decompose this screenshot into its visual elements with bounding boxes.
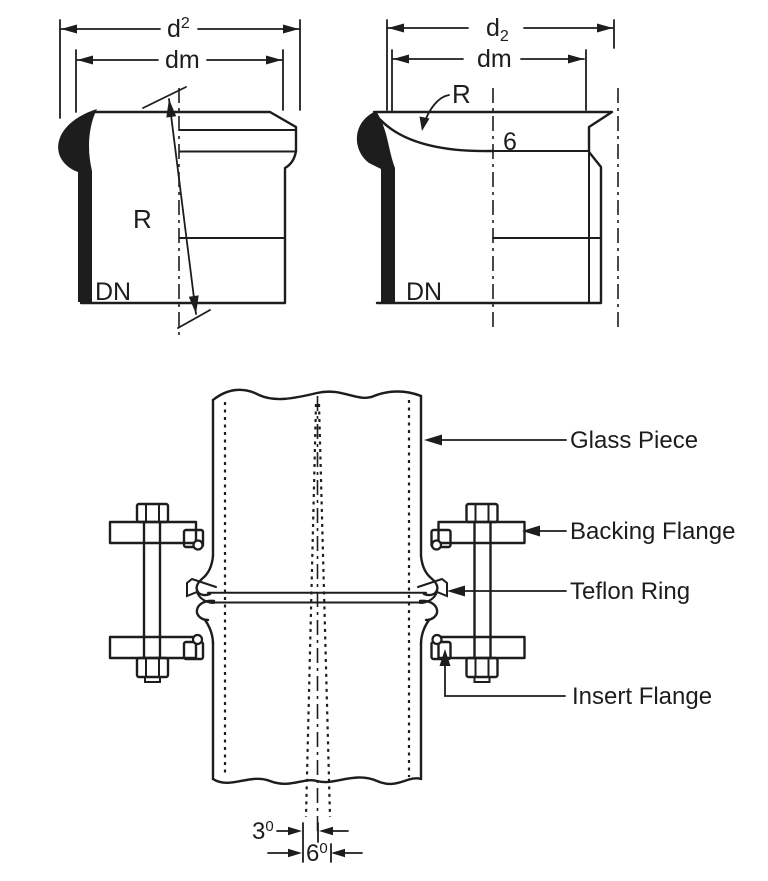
assembly-figure: Glass Piece Backing Flange Teflon Ring I… [108, 388, 735, 867]
extension-lines [59, 19, 301, 119]
angle-3-label: 30 [252, 818, 274, 845]
bore-label: DN [95, 278, 131, 306]
arrowhead-down-icon [188, 295, 199, 314]
backing-flange-plate-upper [108, 520, 198, 545]
dimension-6deg: 60 [267, 840, 363, 867]
section-wall [58, 109, 97, 302]
dimension-dm-label: dm [165, 46, 200, 74]
radius-leader: R [419, 79, 471, 131]
radius-label: R [133, 204, 152, 234]
detail-figure-left: d2 dm R DN [58, 15, 301, 336]
pipe-walls [211, 394, 423, 558]
lower-bead [195, 599, 216, 622]
arrowhead-icon [419, 116, 430, 131]
dimension-d2-label: d2 [486, 14, 509, 45]
dimension-d2: d2 [387, 14, 614, 45]
arrowhead-icon [439, 649, 451, 666]
arrowhead-right-icon [283, 24, 299, 34]
upper-flare [195, 554, 215, 597]
arrowhead-left-icon [388, 23, 404, 33]
arrowhead-up-icon [166, 99, 177, 118]
lower-flare [203, 618, 215, 646]
insert-flange-label: Insert Flange [572, 683, 712, 710]
hex-bolt-head [135, 502, 170, 524]
pivot-ball-upper [192, 539, 204, 551]
arrowhead-icon [424, 434, 442, 446]
callout-teflon-ring: Teflon Ring [447, 578, 690, 605]
pipe-walls [211, 641, 423, 781]
arrowhead-right-icon [288, 848, 302, 858]
arrowhead-right-icon [266, 55, 282, 65]
joint-right [416, 554, 449, 646]
radius-seat-curve [374, 113, 494, 153]
radius-label: R [452, 79, 471, 109]
arrowhead-left-icon [77, 55, 93, 65]
inner-profile-lines [491, 150, 602, 304]
glass-piece-label: Glass Piece [570, 427, 698, 454]
angle-6-label: 60 [306, 840, 328, 867]
break-line-top [211, 388, 423, 402]
angle-dimensions: 30 60 [252, 818, 363, 867]
section-wall [356, 111, 395, 302]
glass-pipe-upper [211, 388, 423, 558]
hex-facets [145, 657, 160, 678]
callout-glass-piece: Glass Piece [424, 427, 698, 454]
callout-backing-flange: Backing Flange [522, 518, 735, 545]
backing-flange-label: Backing Flange [570, 518, 735, 545]
hex-facets [145, 503, 160, 523]
arrowhead-left-icon [393, 54, 409, 64]
detail-figure-right: d2 dm R 6 DN [356, 14, 619, 330]
bolt-assembly-left [108, 502, 205, 683]
bore-label: DN [406, 278, 442, 306]
taper-lines [304, 403, 332, 818]
arrowhead-left-icon [331, 848, 345, 858]
dimension-dm-label: dm [477, 45, 512, 73]
arrowhead-icon [447, 585, 465, 597]
bolt-shank [142, 520, 162, 660]
hex-nut [135, 656, 170, 679]
arrowhead-right-icon [597, 23, 613, 33]
dimension-dm: dm [392, 45, 585, 73]
dimension-d2: d2 [60, 15, 300, 43]
pipe-end-outline [79, 110, 298, 305]
dimension-d2-label: d2 [167, 15, 190, 43]
dimension-3deg: 30 [252, 818, 349, 845]
pivot-ball-lower [191, 633, 204, 646]
teflon-ring-label: Teflon Ring [570, 578, 690, 605]
radius-dimension: R [133, 86, 211, 329]
dimension-ticks [142, 86, 211, 329]
bore-hidden-lines [223, 400, 411, 777]
teflon-hook [186, 577, 217, 604]
arrowhead-right-icon [288, 826, 302, 836]
joint-left [186, 554, 217, 646]
arrowhead-icon [522, 525, 540, 537]
arrowhead-left-icon [319, 826, 333, 836]
seat-depth-label: 6 [503, 128, 517, 156]
inner-profile-lines [179, 129, 296, 239]
extension-lines [386, 19, 615, 113]
callout-insert-flange: Insert Flange [439, 649, 712, 710]
arrowhead-right-icon [568, 54, 584, 64]
bolt-end [144, 676, 161, 683]
arrowhead-left-icon [61, 24, 77, 34]
insert-flange-jaw-lower [182, 640, 205, 661]
dimension-dm: dm [76, 46, 283, 74]
